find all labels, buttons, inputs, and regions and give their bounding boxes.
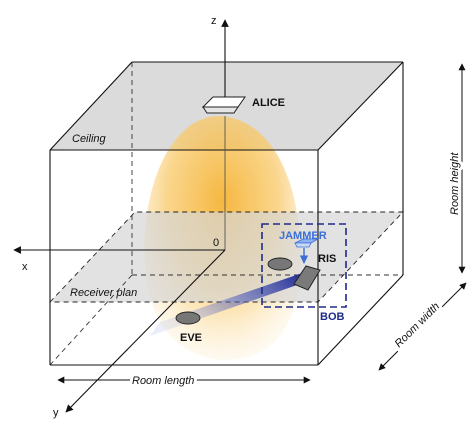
alice-label: ALICE (252, 97, 285, 109)
bob-region (261, 223, 347, 308)
hidden-edges (49, 62, 403, 366)
room-width-label: Room width (393, 301, 443, 351)
y-axis (65, 249, 226, 413)
receiver-plan-label: Receiver plan (70, 287, 137, 299)
room-length-label: Room length (132, 375, 194, 387)
eve-label: EVE (180, 332, 202, 344)
x-axis-label: x (22, 261, 28, 273)
ris-label: RIS (318, 253, 336, 265)
origin-label: 0 (213, 237, 219, 249)
y-axis-label: y (53, 407, 59, 419)
z-axis-label: z (211, 15, 217, 27)
eve-receiver-icon (175, 311, 201, 325)
ceiling-label: Ceiling (72, 133, 107, 145)
ris-panel-icon (293, 265, 321, 291)
jammer-icon-base (294, 242, 312, 248)
bob-receiver-icon (267, 257, 293, 271)
bob-label: BOB (320, 311, 345, 323)
room-width-dimension (378, 282, 467, 371)
room-height-label: Room height (449, 152, 461, 215)
alice-lamp-shade (202, 106, 239, 114)
